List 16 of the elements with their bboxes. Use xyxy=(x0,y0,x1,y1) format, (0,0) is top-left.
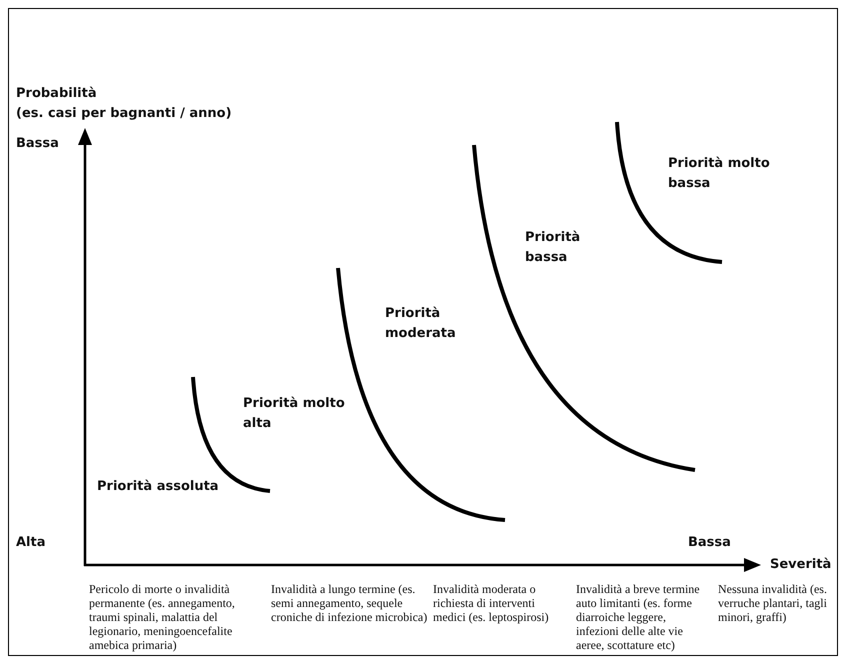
axis-title: Severità xyxy=(770,556,832,574)
axis-title: Probabilità xyxy=(16,85,97,103)
severity-description: Invalidità a breve termine auto limitanti (es. forme diarroiche leggere, infezioni delle alte vie aeree, scottature etc) xyxy=(576,582,701,652)
priority-label: Priorità moderata xyxy=(385,305,457,343)
severity-description: Invalidità a lungo termine (es. semi annegamento, sequele croniche di infezione microbica) xyxy=(271,582,428,624)
priority-label: Priorità bassa xyxy=(525,229,582,267)
priority-label: Priorità molto alta xyxy=(243,395,346,433)
axis-end-label: Bassa xyxy=(16,135,59,153)
severity-description: Nessuna invalidità (es. verruche plantari, tagli minori, graffi) xyxy=(718,582,828,624)
axis-end-label: Bassa xyxy=(688,534,731,552)
priority-label: Priorità molto bassa xyxy=(668,155,771,193)
priority-label: Priorità assoluta xyxy=(97,478,219,496)
severity-description: Invalidità moderata o richiesta di interventi medici (es. leptospirosi) xyxy=(433,582,550,624)
severity-description: Pericolo di morte o invalidità permanente (es. annegamento, traumi spinali, malattia del legionario, meningoencefalite amebica primaria) xyxy=(89,582,236,652)
axis-end-label: Alta xyxy=(16,534,46,552)
axis-subtitle: (es. casi per bagnanti / anno) xyxy=(16,105,232,123)
